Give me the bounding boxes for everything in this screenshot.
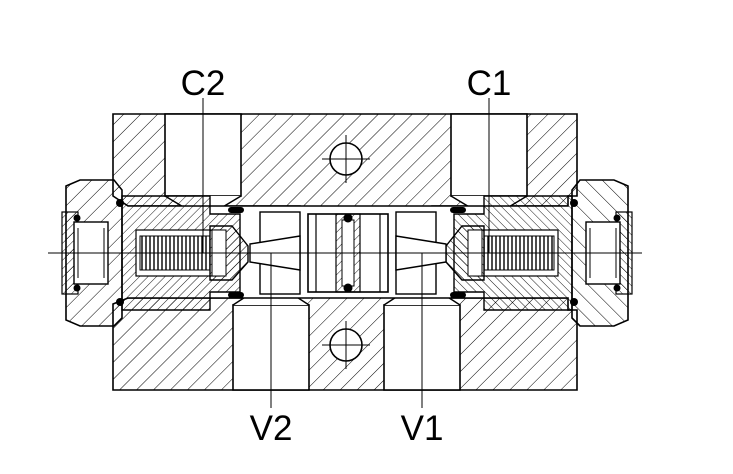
mounting-hole-lower — [322, 321, 370, 369]
mounting-hole-upper — [322, 135, 370, 183]
centerlines — [48, 98, 642, 408]
port-label-v1: V1 — [401, 409, 444, 448]
port-label-c2: C2 — [181, 64, 226, 103]
port-label-c1: C1 — [467, 64, 512, 103]
port-label-v2: V2 — [250, 409, 293, 448]
